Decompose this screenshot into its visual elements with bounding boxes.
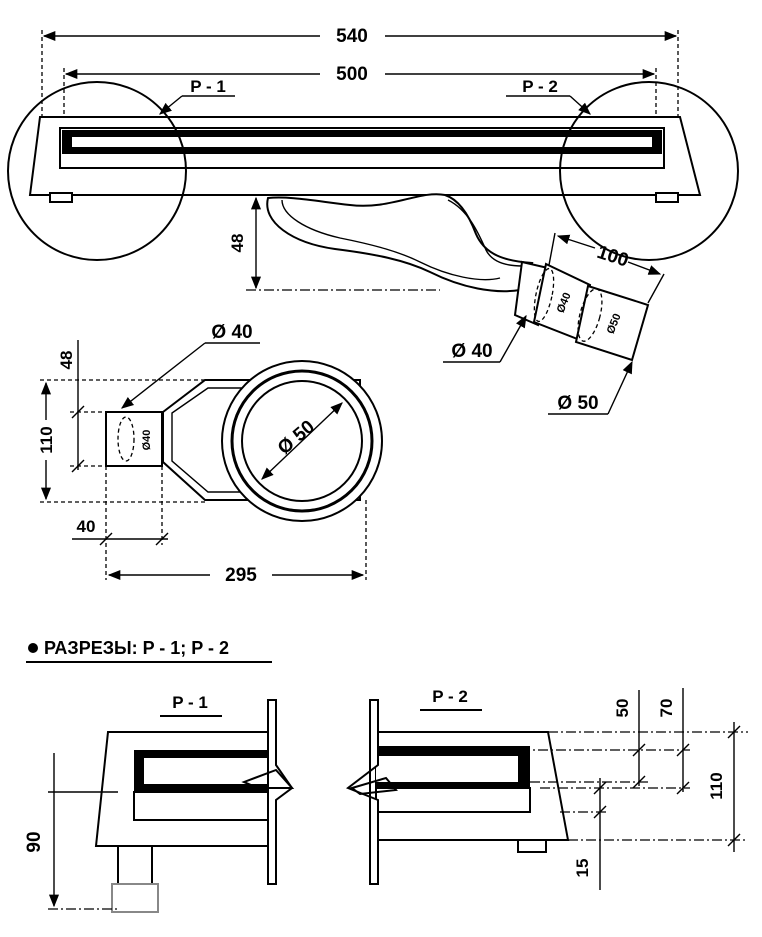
plan-dim-48-label: 48 xyxy=(57,351,76,370)
plan-dia40-label: Ø 40 xyxy=(211,322,252,343)
siphon-inner-line xyxy=(281,199,501,281)
sections-area: РАЗРЕЗЫ: P - 1; P - 2 P - 1 90 P - 2 xyxy=(24,638,748,913)
section-dim-70-label: 70 xyxy=(657,699,676,718)
section-p2-flange xyxy=(349,776,398,796)
plan-dim-48-line xyxy=(70,340,106,473)
pipe-d50-segment xyxy=(574,284,650,362)
dim-100-label: 100 xyxy=(594,242,631,272)
section-p1-base xyxy=(133,791,269,821)
dim-540-line xyxy=(41,30,679,118)
dia50-leader xyxy=(548,360,633,415)
plan-dim-110-line xyxy=(40,379,205,503)
section-p1-foot-extension xyxy=(111,883,159,913)
section-dim-90-label: 90 xyxy=(24,831,45,852)
drain-channel-recess xyxy=(59,127,665,169)
plan-dia50-line xyxy=(261,402,343,480)
sections-bullet xyxy=(28,643,38,653)
section-dim-70-line xyxy=(676,688,690,795)
plan-dia40-leader xyxy=(121,342,260,409)
section-dim-90-line xyxy=(48,753,118,910)
left-foot xyxy=(49,192,73,203)
plan-middle-ring xyxy=(230,369,374,513)
section-p1-title: P - 1 xyxy=(172,693,208,712)
dia50-outlet-label: Ø 50 xyxy=(557,393,598,414)
p2-leader xyxy=(506,95,591,115)
dim-100-line xyxy=(548,232,665,304)
section-p2-title: P - 2 xyxy=(432,687,468,706)
section-dim-15-line xyxy=(593,778,607,890)
dia40-outlet-label: Ø 40 xyxy=(451,341,492,362)
section-dim-50-label: 50 xyxy=(613,699,632,718)
p1-leader xyxy=(159,95,235,115)
p2-callout-label: P - 2 xyxy=(522,77,558,96)
section-dim-15-label: 15 xyxy=(573,859,592,878)
dia40-leader xyxy=(443,314,527,363)
dim-48-top-line xyxy=(246,196,440,291)
plan-dim-40-label: 40 xyxy=(77,517,96,536)
plan-view: Ø40 Ø 50 Ø 40 110 48 xyxy=(37,322,383,586)
top-view: 540 500 P - 1 P - 2 xyxy=(7,26,739,415)
plan-dim-295-label: 295 xyxy=(225,565,257,586)
plan-outlet-inline-label: Ø40 xyxy=(141,430,153,451)
pipe-d50-hidden-edge xyxy=(577,288,603,342)
section-dim-110-line xyxy=(727,722,741,852)
section-dim-110-label: 110 xyxy=(707,772,726,799)
section-p1-channel-inner xyxy=(144,758,268,784)
section-p1-foot xyxy=(117,845,153,885)
drain-grate-inner xyxy=(72,137,652,147)
section-p2-base xyxy=(375,787,531,813)
siphon-body xyxy=(266,193,534,293)
section-p1-flange xyxy=(241,768,295,789)
plan-dim-110-label: 110 xyxy=(37,426,56,453)
dim-540-label: 540 xyxy=(336,26,368,47)
dim-500-line xyxy=(63,68,657,118)
section-p1-wall xyxy=(267,699,294,885)
detail-circle-p1 xyxy=(7,81,187,261)
siphon-inner-curve xyxy=(447,199,523,267)
right-foot xyxy=(655,192,679,203)
dim-500-label: 500 xyxy=(336,64,368,85)
plan-outlet-hidden-edge xyxy=(117,416,135,462)
p1-callout-label: P - 1 xyxy=(190,77,226,96)
section-p2-foot xyxy=(517,839,547,853)
detail-circle-p2 xyxy=(559,81,739,261)
dim-48-top-label: 48 xyxy=(228,234,247,253)
plan-dim-295-line xyxy=(107,500,367,581)
pipe-d40-hidden-edge xyxy=(533,267,555,323)
plan-dim-40-line xyxy=(72,466,169,580)
section-dim-50-line xyxy=(632,690,646,789)
section-p2-channel-inner xyxy=(376,756,518,782)
sections-heading: РАЗРЕЗЫ: P - 1; P - 2 xyxy=(44,638,229,658)
